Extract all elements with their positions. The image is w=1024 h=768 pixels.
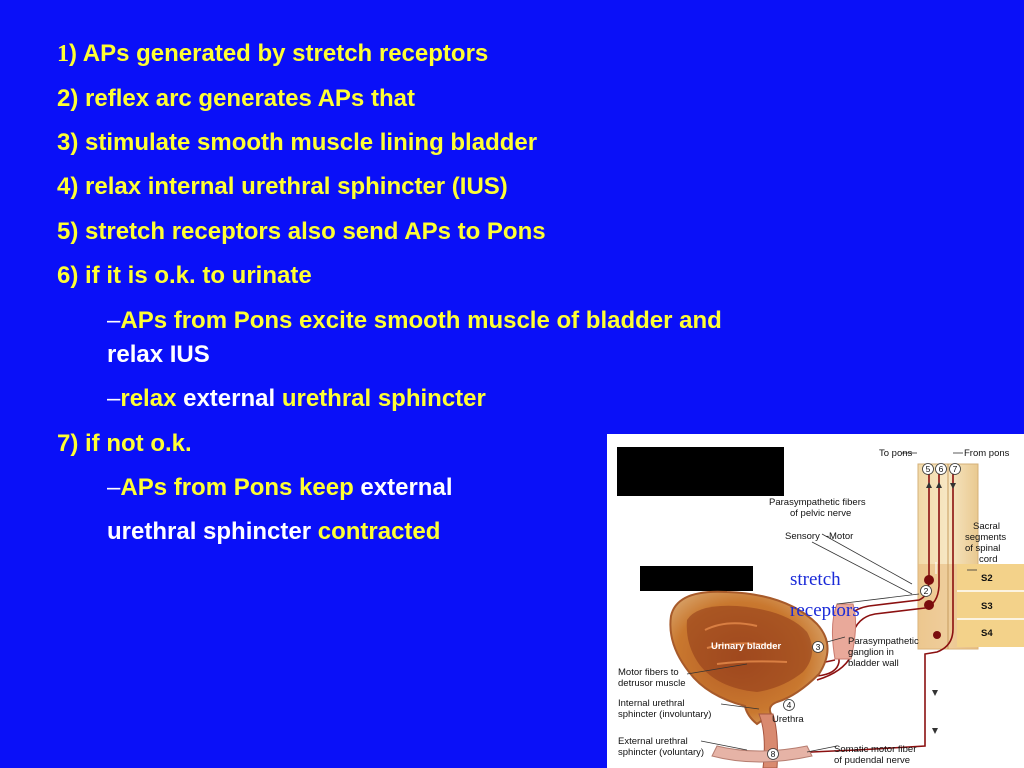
neuron-cell-body <box>924 575 934 585</box>
label-to-pons: To pons <box>879 448 913 459</box>
bullet-7b: urethral sphincter contracted <box>107 518 440 546</box>
bullet-2: 2) reflex arc generates APs that <box>57 85 415 112</box>
label-parasym-fibers-2: of pelvic nerve <box>790 508 851 519</box>
label-external-1: External urethral <box>618 736 688 747</box>
label-stretch: stretch <box>790 569 841 590</box>
label-internal-1: Internal urethral <box>618 698 685 709</box>
bullet-7a-external: external <box>353 474 453 501</box>
marker-4: 4 <box>787 700 792 710</box>
bullet-1-text: ) APs generated by stretch receptors <box>69 40 489 67</box>
micturition-reflex-figure: 5 6 7 2 3 4 8 To pons From pons Parasymp… <box>607 434 1024 768</box>
bullet-4: 4) relax internal urethral sphincter (IU… <box>57 173 508 200</box>
bullet-7: 7) if not o.k. <box>57 430 192 457</box>
label-s3: S3 <box>981 601 993 612</box>
neuron-cell-body <box>924 600 934 610</box>
bullet-6: 6) if it is o.k. to urinate <box>57 262 312 289</box>
label-external-2: sphincter (voluntary) <box>618 747 704 758</box>
label-internal-2: sphincter (involuntary) <box>618 709 711 720</box>
bullet-6a-line1: APs from Pons excite smooth muscle of bl… <box>120 307 722 334</box>
bullet-6b: –relax external urethral sphincter <box>107 385 486 413</box>
label-ganglion-2: ganglion in <box>848 647 894 658</box>
label-ganglion-1: Parasympathetic <box>848 636 919 647</box>
dash: – <box>107 385 121 412</box>
bullet-7a: –APs from Pons keep external <box>107 474 452 502</box>
label-separator: - <box>826 531 829 542</box>
neuron-cell-body <box>933 631 941 639</box>
dash: – <box>107 307 121 334</box>
label-sensory: Sensory <box>785 531 820 542</box>
bullet-7b-text: urethral sphincter <box>107 518 318 545</box>
label-from-pons: From pons <box>964 448 1010 459</box>
urinary-bladder <box>669 590 829 726</box>
redaction-box-mid <box>640 566 753 591</box>
label-motor-fibers-1: Motor fibers to <box>618 667 679 678</box>
bullet-6a-cont: relax IUS <box>107 341 210 368</box>
bullet-7b-contracted: contracted <box>317 518 441 545</box>
bullet-1-number: 1 <box>57 41 69 67</box>
step-markers <box>767 463 961 760</box>
bullet-6b-relax: relax <box>120 385 177 412</box>
redaction-box-top <box>617 447 784 496</box>
sacral-segments-block <box>957 564 1024 647</box>
marker-5: 5 <box>926 464 931 474</box>
label-somatic-1: Somatic motor fiber <box>834 744 916 755</box>
label-parasym-fibers-1: Parasympathetic fibers <box>769 497 866 508</box>
external-sphincter-muscle <box>711 745 813 763</box>
label-sacral-2: segments <box>965 532 1006 543</box>
bullet-6b-external: external <box>176 385 282 412</box>
bullet-6b-sphincter: urethral sphincter <box>281 385 486 412</box>
bullet-1: 1) APs generated by stretch receptors <box>57 40 488 68</box>
dash: – <box>107 474 121 501</box>
leader-lines <box>686 452 977 753</box>
marker-6: 6 <box>939 464 944 474</box>
label-somatic-2: of pudendal nerve <box>834 755 910 766</box>
marker-3: 3 <box>816 642 821 652</box>
label-sacral-4: cord <box>979 554 997 565</box>
bullet-3: 3) stimulate smooth muscle lining bladde… <box>57 129 538 156</box>
label-ganglion-3: bladder wall <box>848 658 899 669</box>
marker-2: 2 <box>924 586 929 596</box>
bullet-7a-text: APs from Pons keep <box>120 474 354 501</box>
label-s4: S4 <box>981 628 993 639</box>
bullet-6a: –APs from Pons excite smooth muscle of b… <box>107 307 722 335</box>
figure-svg: 5 6 7 2 3 4 8 To pons From pons Parasymp… <box>617 447 1024 768</box>
marker-8: 8 <box>771 749 776 759</box>
label-urethra: Urethra <box>772 714 804 725</box>
label-receptors: receptors <box>790 600 860 621</box>
label-s2: S2 <box>981 573 993 584</box>
label-sacral-1: Sacral <box>973 521 1000 532</box>
label-sacral-3: of spinal <box>965 543 1000 554</box>
marker-7: 7 <box>953 464 958 474</box>
pelvic-nerve <box>831 603 857 660</box>
spinal-cord <box>917 463 1024 650</box>
label-motor: Motor <box>829 531 853 542</box>
label-motor-fibers-2: detrusor muscle <box>618 678 686 689</box>
label-urinary-bladder: Urinary bladder <box>711 641 782 652</box>
bullet-5: 5) stretch receptors also send APs to Po… <box>57 218 546 245</box>
